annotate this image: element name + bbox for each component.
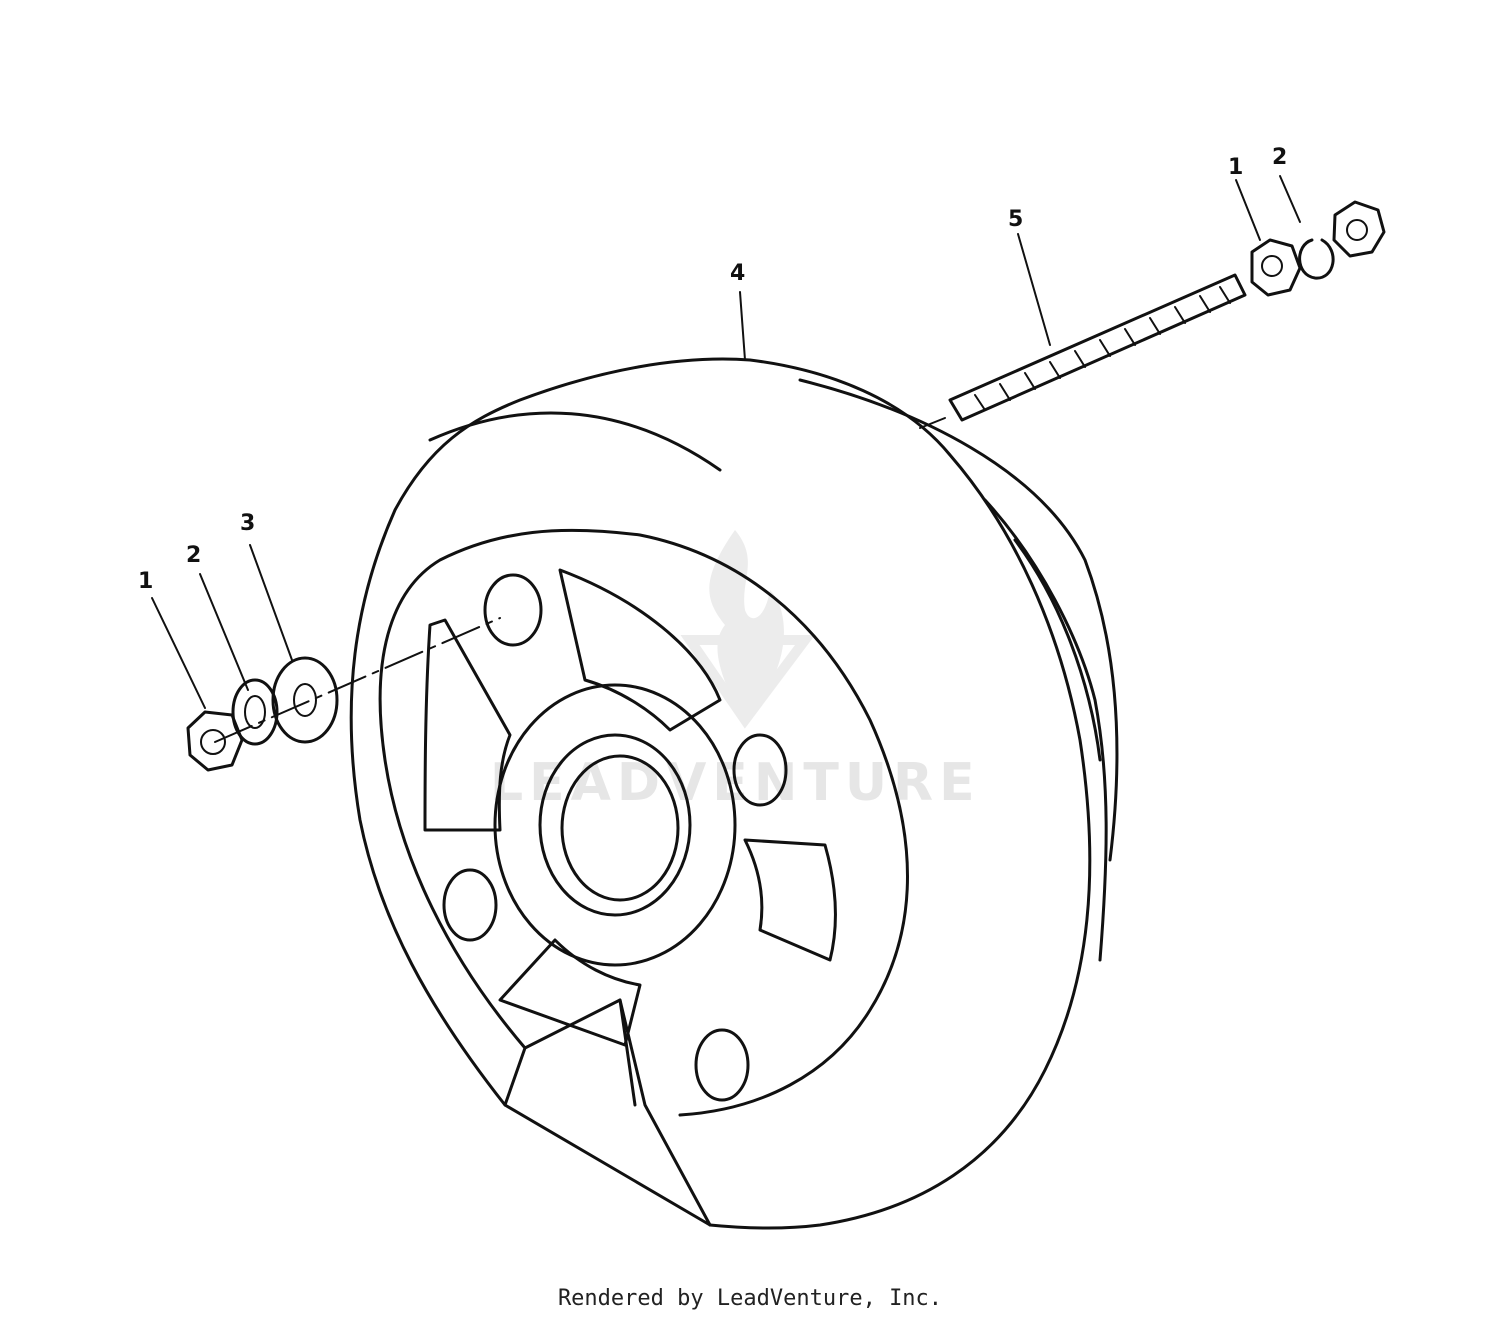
hex-nut-left	[186, 710, 244, 772]
wheel-weight	[349, 357, 1092, 1230]
flat-washer	[271, 656, 339, 744]
callout-label-3: 3	[240, 511, 255, 536]
callout-label-2-left: 2	[186, 543, 201, 568]
callouts: 1 2 3 4 5 1 2	[138, 145, 1301, 709]
threaded-stud	[919, 273, 1247, 429]
callout-label-5: 5	[1008, 207, 1023, 232]
footer-credit: Rendered by LeadVenture, Inc.	[557, 1286, 943, 1311]
right-hardware	[1250, 200, 1386, 297]
hub-bore	[560, 754, 680, 902]
hub-ring	[538, 733, 692, 917]
hex-nut-right-outer	[1332, 200, 1386, 258]
v-logo-icon	[680, 635, 815, 729]
hex-nut-right	[1250, 238, 1302, 297]
bolt-hole	[483, 573, 543, 647]
bolt-hole	[442, 868, 498, 942]
callout-label-1-left: 1	[138, 569, 153, 594]
left-hardware	[186, 617, 501, 772]
lock-washer-right	[1298, 238, 1335, 280]
callout-label-4: 4	[730, 261, 745, 286]
bolt-hole	[694, 1028, 750, 1102]
hub-flange	[493, 683, 737, 967]
lock-washer-left	[231, 678, 279, 746]
flame-logo-icon	[709, 530, 784, 720]
callout-label-1-right: 1	[1228, 155, 1243, 180]
callout-label-2-right: 2	[1272, 145, 1287, 170]
bolt-hole	[732, 733, 788, 807]
